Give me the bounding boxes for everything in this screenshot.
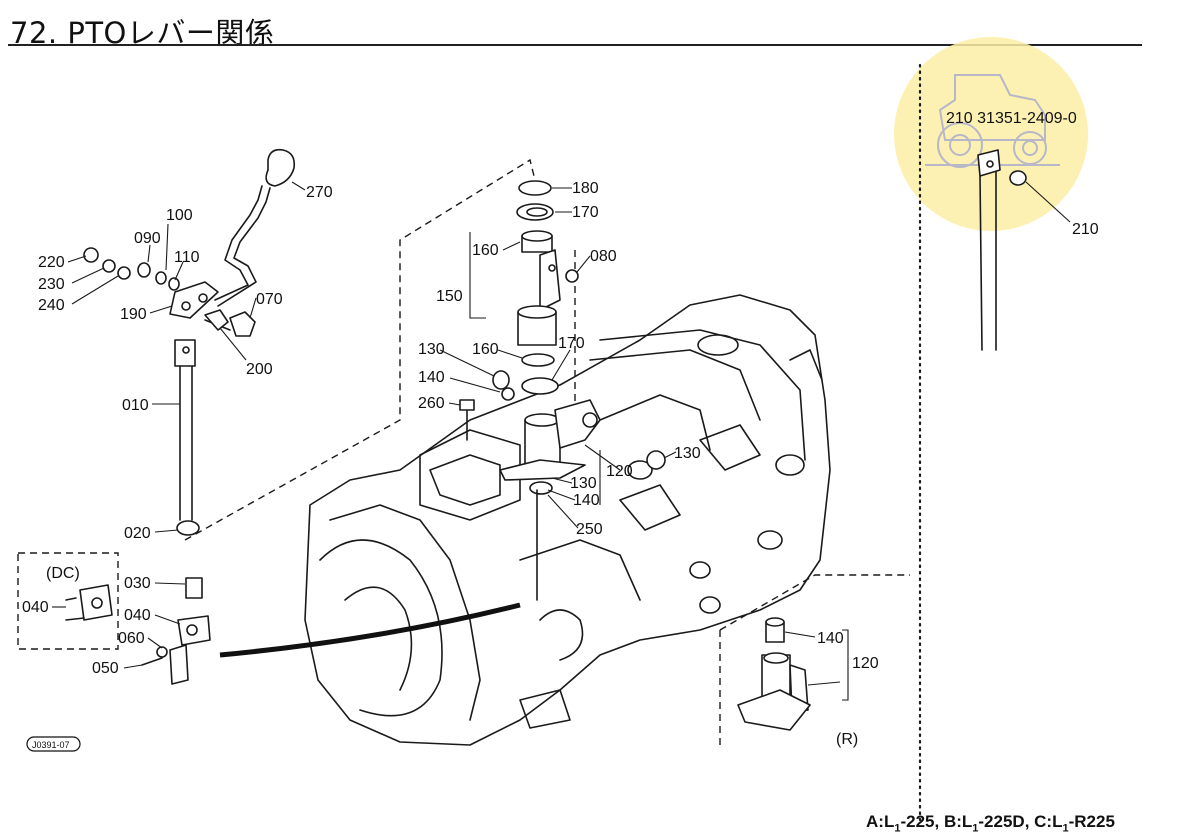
part-label: 010 [122,397,149,414]
inset-rod [918,63,1027,822]
part-label: 250 [576,521,603,538]
variant-a-subscript: 1 [894,822,901,834]
part-label: 140 [418,369,445,386]
part-label: 220 [38,254,65,271]
part-label: 100 [166,207,193,224]
part-label: 060 [118,630,145,647]
part-label: 170 [572,204,599,221]
part-label: 180 [572,180,599,197]
inset-part-number: 210 31351-2409-0 [946,110,1077,127]
part-label: 150 [436,288,463,305]
variant-b-model: -225D, [978,812,1035,831]
part-label: 040 [124,607,151,624]
variant-b-prefix: B:L [943,812,973,831]
pto-lever-assembly [83,148,296,536]
leader-lines [52,181,1071,701]
variant-a-model: -225, [900,812,944,831]
part-label: 130 [674,445,701,462]
part-label: 120 [852,655,879,672]
model-applicability: A:L1-225, B:L1-225D, C:L1-R225 [866,812,1115,834]
part-label: 030 [124,575,151,592]
reference-code: J0391-07 [32,740,70,750]
part-label: 210 [1072,221,1099,238]
r-inset [737,617,811,731]
title-underline [8,44,1142,46]
variant-a-prefix: A:L [866,812,895,831]
part-label: 110 [174,249,200,266]
part-label: 160 [472,341,499,358]
pto-shaft-stack [459,180,666,601]
part-label: 270 [306,184,333,201]
part-label: 020 [124,525,151,542]
part-label: 090 [134,230,161,247]
transmission-case [304,294,831,746]
part-label: 260 [418,395,445,412]
variant-c-prefix: C:L [1034,812,1063,831]
part-label: 240 [38,297,65,314]
group-label-dc: (DC) [46,565,80,582]
part-label: 170 [558,335,585,352]
part-label: 070 [256,291,283,308]
part-label: 140 [573,492,600,509]
part-label: 130 [418,341,445,358]
part-label: 050 [92,660,119,677]
variant-c-model: -R225 [1068,812,1115,831]
part-label: 080 [590,248,617,265]
part-label: 120 [606,463,633,480]
variant-b-subscript: 1 [972,822,979,834]
part-label: 230 [38,276,65,293]
part-label: 140 [817,630,844,647]
part-label: 040 [22,599,49,616]
part-label: 130 [570,475,597,492]
tractor-watermark-icon [894,37,1088,231]
group-label-r: (R) [836,731,858,748]
dc-inset [17,552,521,685]
part-label: 160 [472,242,499,259]
part-labels: 270 100 090 110 220 230 240 070 190 200 … [22,110,1099,752]
variant-c-subscript: 1 [1062,822,1069,834]
part-label: 200 [246,361,273,378]
part-label: 190 [120,306,147,323]
